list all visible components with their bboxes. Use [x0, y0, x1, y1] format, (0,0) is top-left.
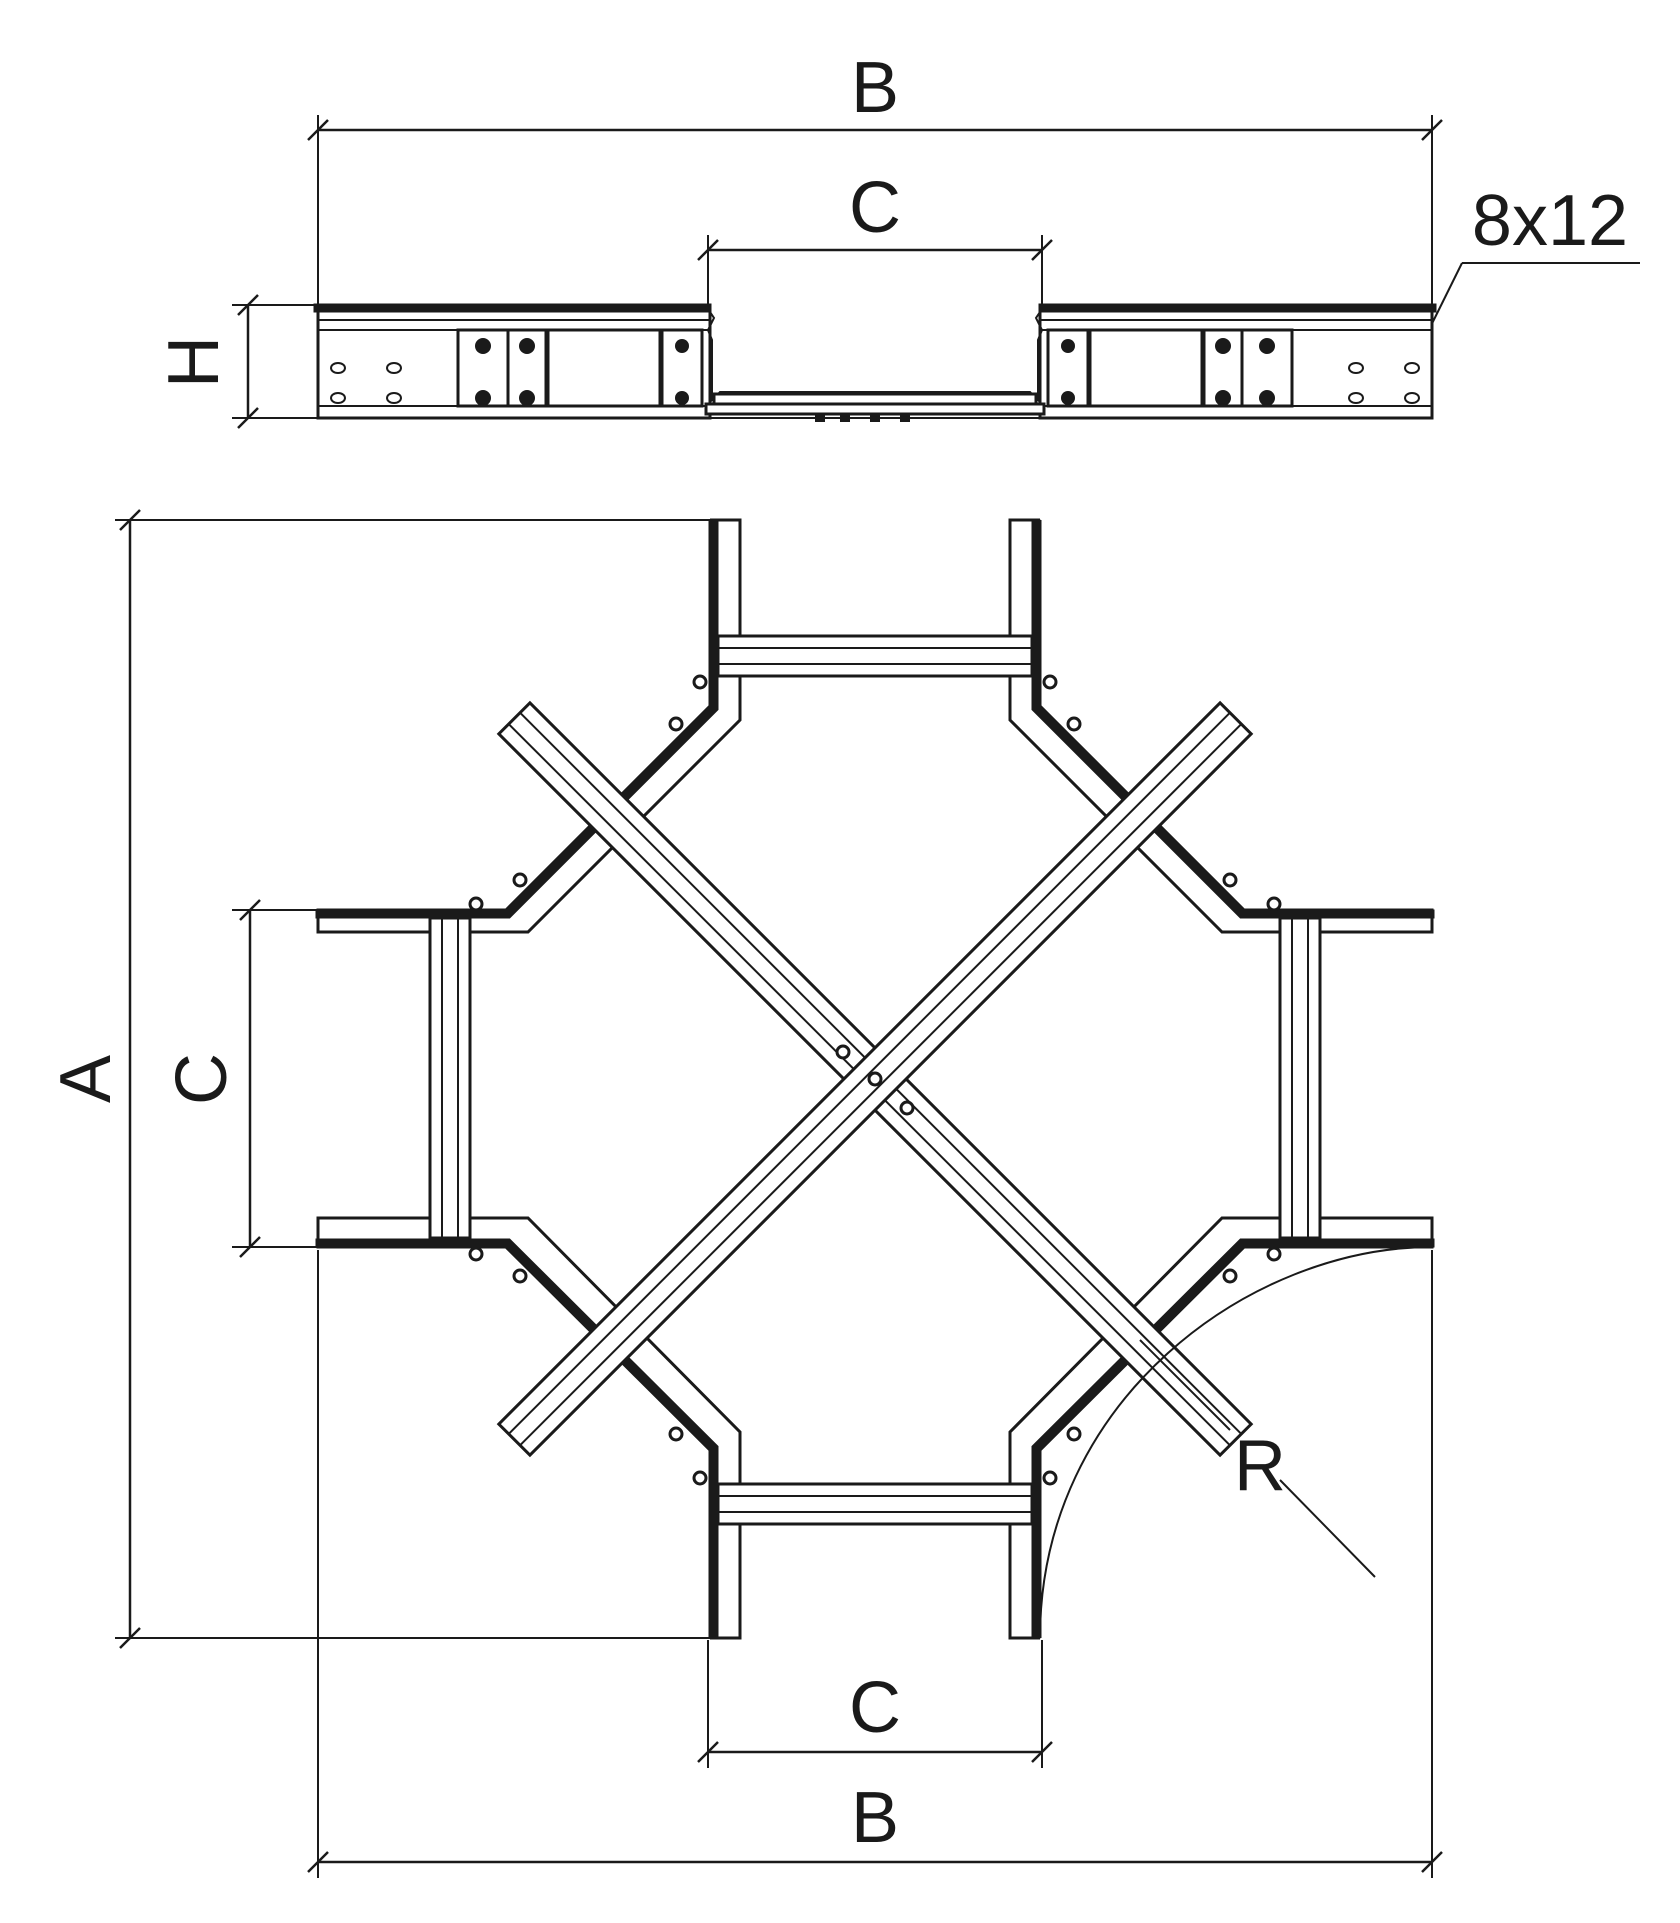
- label-c-top: C: [849, 168, 901, 248]
- radius-indicator: [1039, 1246, 1433, 1639]
- left-side-rail: [313, 303, 712, 420]
- dimension-c-side: [232, 899, 318, 1258]
- label-a: A: [46, 1055, 126, 1103]
- dimension-c-bottom: [697, 1640, 1053, 1768]
- center-channel: [700, 305, 1050, 422]
- joint-bolts: [468, 674, 1282, 1486]
- label-b-top: B: [851, 48, 899, 128]
- label-c-bottom: C: [849, 1668, 901, 1748]
- dimension-a: [115, 509, 720, 1649]
- end-rungs: [428, 634, 1322, 1526]
- right-side-rail: [1038, 303, 1437, 420]
- dimension-h: [232, 294, 318, 429]
- plan-view: [115, 509, 1443, 1878]
- label-b-bottom: B: [851, 1778, 899, 1858]
- label-hole-size: 8x12: [1472, 181, 1628, 261]
- dimension-b-bottom: [307, 1250, 1443, 1878]
- diagonal-rungs: [496, 700, 1254, 1458]
- label-c-side: C: [162, 1053, 242, 1105]
- dimension-b-top: [307, 115, 1443, 310]
- label-r: R: [1234, 1426, 1286, 1506]
- dimension-c-top: [697, 235, 1053, 310]
- side-view: [232, 115, 1640, 429]
- label-h: H: [154, 336, 234, 388]
